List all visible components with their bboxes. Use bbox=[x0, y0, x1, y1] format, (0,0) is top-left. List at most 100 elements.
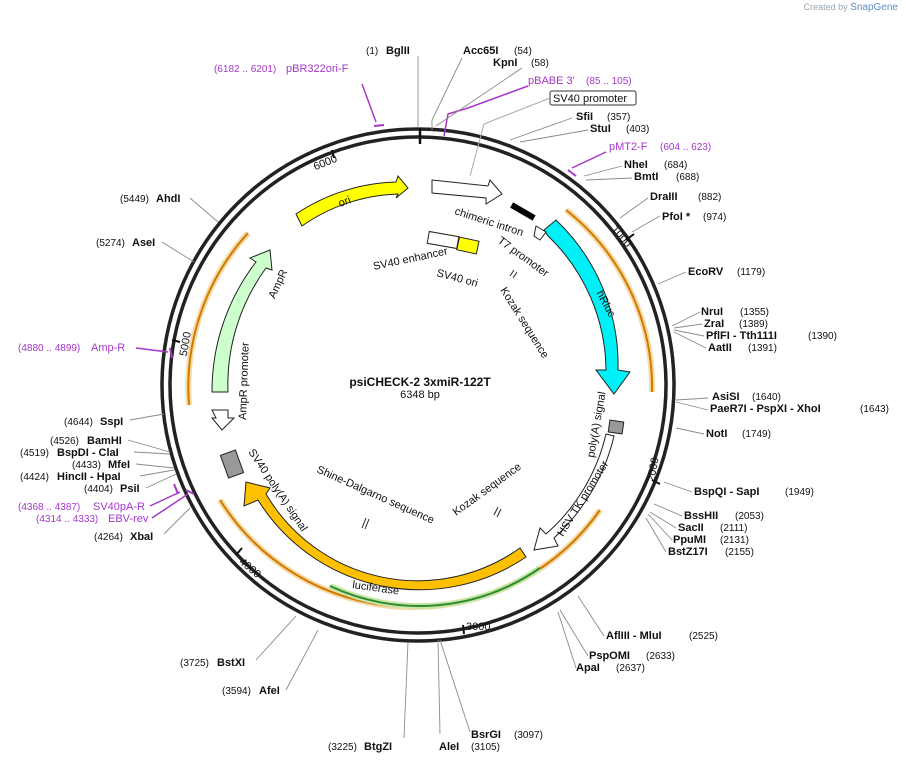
enzyme-name[interactable]: BstXI bbox=[217, 657, 245, 669]
enzyme-name[interactable]: PsiI bbox=[120, 483, 140, 495]
primer-name[interactable]: pMT2-F bbox=[609, 141, 648, 153]
primer-name[interactable]: SV40pA-R bbox=[93, 501, 145, 513]
chimeric-intron-mark[interactable] bbox=[510, 202, 536, 221]
sv40-polya-block[interactable] bbox=[219, 449, 245, 479]
enzyme-pos: (2633) bbox=[646, 651, 675, 662]
enzyme-name[interactable]: BtgZI bbox=[364, 741, 392, 753]
enzyme-pos: (4519) bbox=[20, 448, 49, 459]
sv40-promoter-arrow[interactable] bbox=[431, 179, 503, 205]
shine-mark-b bbox=[364, 518, 370, 530]
enzyme-name[interactable]: BspQI - SapI bbox=[694, 486, 759, 498]
pmt2-mark bbox=[567, 169, 577, 177]
leader-bamhi bbox=[127, 439, 171, 453]
enzyme-pos: (974) bbox=[703, 212, 726, 223]
ampr-promoter-arrow[interactable] bbox=[210, 409, 236, 431]
enzyme-name[interactable]: NheI bbox=[624, 159, 648, 171]
tick-6000 bbox=[331, 149, 335, 159]
ori-feature-arrow[interactable] bbox=[295, 174, 409, 227]
leader-noti bbox=[675, 427, 705, 435]
t7-promoter-arrow[interactable] bbox=[533, 225, 547, 241]
tick-5000 bbox=[171, 339, 181, 343]
hrluc-feature-arrow[interactable] bbox=[543, 219, 631, 395]
enzyme-name[interactable]: BspDI - ClaI bbox=[57, 447, 119, 459]
enzyme-name[interactable]: BamHI bbox=[87, 435, 122, 447]
hsv-tk-promoter-arrow[interactable] bbox=[533, 433, 615, 551]
leader-btgzi bbox=[403, 641, 409, 739]
primer-range: (85 .. 105) bbox=[586, 76, 632, 87]
polya-block[interactable] bbox=[607, 419, 625, 435]
enzyme-name[interactable]: XbaI bbox=[130, 531, 153, 543]
enzyme-name[interactable]: SacII bbox=[678, 522, 704, 534]
primer-name[interactable]: pBABE 3' bbox=[528, 75, 575, 87]
primer-name[interactable]: Amp-R bbox=[91, 342, 125, 354]
plasmid-size: 6348 bp bbox=[400, 389, 440, 401]
leader-hincii bbox=[139, 469, 175, 477]
enzyme-name[interactable]: AflIII - MluI bbox=[606, 630, 662, 642]
enzyme-name[interactable]: AsiSI bbox=[712, 391, 740, 403]
luciferase-feature-arrow[interactable] bbox=[243, 481, 527, 591]
enzyme-name[interactable]: NotI bbox=[706, 428, 727, 440]
enzyme-name[interactable]: SspI bbox=[100, 416, 123, 428]
enzyme-pos: (3097) bbox=[514, 730, 543, 741]
sv40-ori-block[interactable] bbox=[456, 236, 480, 255]
leader-sfii bbox=[509, 117, 573, 141]
enzyme-name[interactable]: HincII - HpaI bbox=[57, 471, 121, 483]
enzyme-name[interactable]: ApaI bbox=[576, 662, 600, 674]
primer-labels: (6182 .. 6201) pBR322ori-F pBABE 3' (85 … bbox=[18, 63, 711, 525]
enzyme-name[interactable]: MfeI bbox=[108, 459, 130, 471]
pbabe-leader bbox=[443, 85, 529, 137]
primer-name[interactable]: pBR322ori-F bbox=[286, 63, 349, 75]
enzyme-pos: (1179) bbox=[737, 267, 765, 278]
leader-kpni bbox=[435, 67, 523, 127]
enzyme-pos: (1391) bbox=[748, 343, 777, 354]
enzyme-pos: (1389) bbox=[739, 319, 768, 330]
tick-1000 bbox=[625, 233, 635, 241]
enzyme-name[interactable]: NruI bbox=[701, 306, 723, 318]
enzyme-name[interactable]: BstZ17I bbox=[668, 546, 708, 558]
credit-prefix: Created by bbox=[803, 2, 848, 12]
enzyme-pos: (3725) bbox=[180, 658, 209, 669]
enzyme-pos: (1749) bbox=[742, 429, 771, 440]
tick-label-1000: 1000 bbox=[609, 223, 634, 249]
enzyme-pos: (4644) bbox=[64, 417, 93, 428]
primer-name[interactable]: EBV-rev bbox=[108, 513, 149, 525]
enzyme-pos: (2131) bbox=[720, 535, 749, 546]
enzyme-pos: (5449) bbox=[120, 194, 149, 205]
tick-3000 bbox=[462, 624, 465, 635]
enzyme-name[interactable]: AatII bbox=[708, 342, 732, 354]
snapgene-credit: Created by SnapGene bbox=[804, 2, 898, 13]
leader-bstz17i bbox=[645, 517, 667, 553]
enzyme-name[interactable]: AleI bbox=[439, 741, 459, 753]
ori-label: ori bbox=[337, 194, 353, 209]
leader-bsrgi bbox=[439, 639, 471, 733]
enzyme-name[interactable]: PfoI * bbox=[662, 211, 691, 223]
enzyme-name[interactable]: BssHII bbox=[684, 510, 718, 522]
backbone-outer-ring bbox=[160, 127, 676, 643]
enzyme-name[interactable]: EcoRV bbox=[688, 266, 724, 278]
enzyme-pos: (2525) bbox=[689, 631, 718, 642]
enzyme-name[interactable]: SfiI bbox=[576, 111, 593, 123]
enzyme-pos: (2637) bbox=[616, 663, 645, 674]
primer-range: (4314 .. 4333) bbox=[36, 514, 98, 525]
primer-range: (4368 .. 4387) bbox=[18, 502, 80, 513]
enzyme-name[interactable]: BmtI bbox=[634, 171, 658, 183]
enzyme-name[interactable]: PflFI - Tth111I bbox=[706, 330, 777, 342]
enzyme-name[interactable]: PaeR7I - PspXI - XhoI bbox=[710, 403, 821, 415]
enzyme-name[interactable]: BglII bbox=[386, 45, 410, 57]
ampr-feature-arrow[interactable] bbox=[211, 249, 273, 393]
enzyme-name[interactable]: AseI bbox=[132, 237, 155, 249]
enzyme-name[interactable]: PpuMI bbox=[673, 534, 706, 546]
sv40pa-mark bbox=[173, 483, 179, 495]
enzyme-name[interactable]: ZraI bbox=[704, 318, 724, 330]
leader-xbai bbox=[163, 507, 191, 535]
enzyme-name[interactable]: StuI bbox=[590, 123, 611, 135]
enzyme-name[interactable]: KpnI bbox=[493, 57, 517, 69]
enzyme-name[interactable]: AfeI bbox=[259, 685, 280, 697]
enzyme-name[interactable]: AhdI bbox=[156, 193, 180, 205]
enzyme-name[interactable]: Acc65I bbox=[463, 45, 498, 57]
enzyme-name[interactable]: DraIII bbox=[650, 191, 678, 203]
ampr-promoter-label: AmpR promoter bbox=[237, 342, 252, 420]
enzyme-name[interactable]: BsrGI bbox=[471, 729, 501, 741]
enzyme-name[interactable]: PspOMI bbox=[589, 650, 630, 662]
sv40-enhancer-block[interactable] bbox=[426, 230, 460, 250]
